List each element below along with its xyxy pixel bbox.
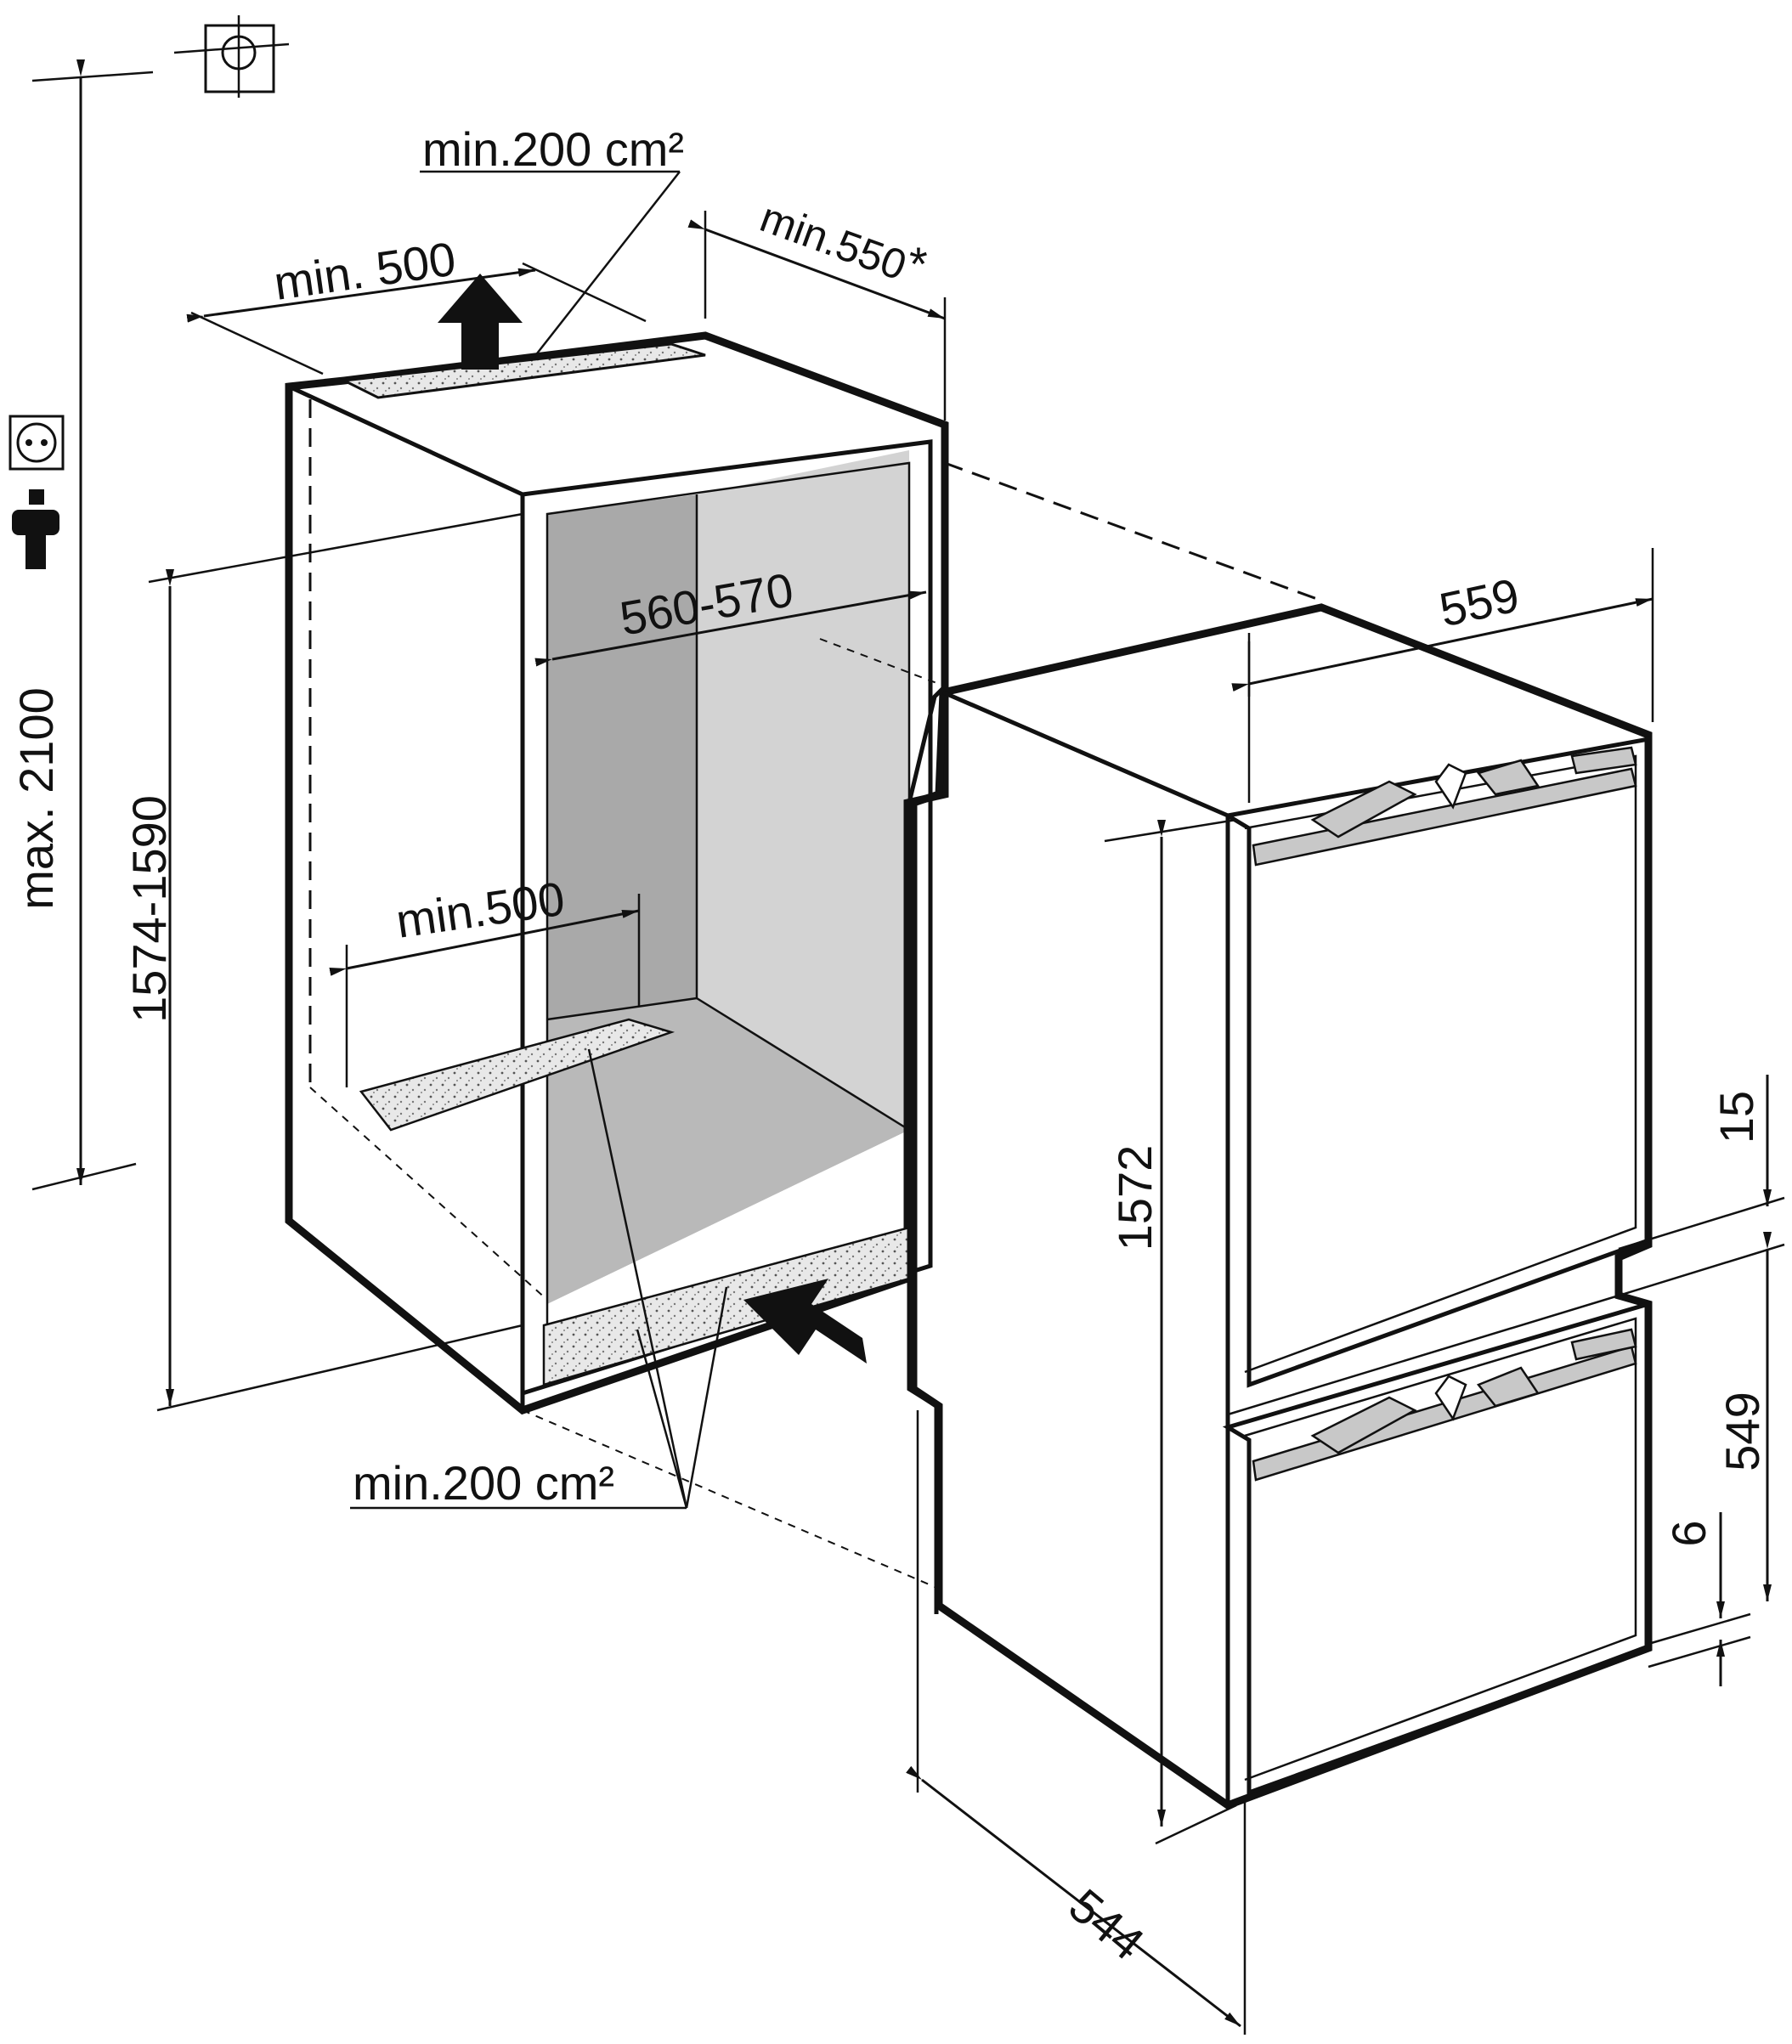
niche-floor-back-edge — [546, 997, 698, 1021]
dim-line-top-width — [186, 268, 536, 323]
label-top-door-gap: 15 — [1710, 1091, 1763, 1143]
lower-door — [1222, 1301, 1651, 1796]
leader-plinth-vent — [685, 1286, 728, 1509]
ext-line-floor — [1648, 1635, 1751, 1669]
hidden-edge-top — [305, 393, 523, 496]
ext-line-top-width-left — [190, 311, 324, 375]
ext-line-top — [31, 71, 154, 82]
dim-line-floor-width — [329, 909, 640, 976]
ext-line-height-top — [1104, 818, 1237, 843]
dim-line-niche-width — [534, 590, 927, 667]
dim-line-appliance-depth — [906, 1765, 1241, 2028]
dim-line-appliance-width — [1231, 597, 1654, 692]
upper-door-hinge-rail — [1252, 746, 1637, 867]
water-connection-icon — [173, 15, 290, 98]
lower-door-inner — [1244, 1317, 1637, 1781]
label-top-vent-area: min.200 cm² — [422, 122, 684, 176]
exhaust-arrow-icon — [438, 274, 523, 370]
upper-door-inner — [1244, 754, 1637, 1374]
projection-line-top — [944, 461, 1318, 601]
label-total-height: max. 2100 — [9, 687, 63, 910]
ext-line-lower-bottom — [1648, 1612, 1751, 1646]
label-appliance-depth: 544 — [1059, 1878, 1154, 1970]
ext-line-gap-top — [1618, 1196, 1785, 1251]
ext-line-niche-top — [148, 512, 523, 584]
label-lower-door-height: 549 — [1716, 1392, 1769, 1471]
leader-plinth-vent-2 — [636, 1329, 688, 1509]
upper-door — [1222, 737, 1651, 1388]
lower-door-hinge-rail — [1252, 1328, 1637, 1482]
power-plug-icon — [12, 489, 59, 569]
niche-left-wall — [547, 494, 697, 1019]
ext-line-gap-bottom — [1618, 1243, 1785, 1297]
hidden-edge-floor — [309, 1087, 548, 1301]
appliance — [907, 603, 1653, 1810]
ext-line-height-bottom — [1155, 1804, 1237, 1845]
dim-line-depth-clearance — [687, 219, 946, 320]
label-bottom-gap: 6 — [1662, 1520, 1716, 1546]
intake-arrow-icon — [743, 1279, 867, 1364]
power-socket-icon — [8, 415, 65, 471]
label-floor-width: min.500 — [393, 872, 568, 948]
label-depth-clearance: min.550 — [755, 193, 913, 289]
label-appliance-height: 1572 — [1108, 1145, 1162, 1251]
label-niche-height: 1574-1590 — [122, 795, 176, 1023]
top-vent-opening — [339, 342, 706, 399]
door-gap-line — [1227, 1294, 1620, 1416]
niche-top-side-edge — [287, 384, 524, 497]
niche-floor-edge — [696, 997, 910, 1132]
floor-vent-opening — [359, 1018, 676, 1132]
leader-top-vent — [530, 171, 681, 362]
label-top-width: min. 500 — [271, 232, 459, 310]
appliance-top-front-edge — [942, 690, 1229, 818]
hidden-dim-ext — [819, 638, 940, 685]
leader-floor-vent — [587, 1048, 688, 1509]
installation-niche — [285, 274, 949, 1415]
projection-line-bottom — [522, 1409, 940, 1589]
label-appliance-width: 559 — [1435, 567, 1523, 636]
appliance-dimensions: 559 1572 544 15 549 6 — [906, 548, 1785, 2035]
ext-line-bottom — [31, 1162, 137, 1191]
label-depth-asterisk: * — [909, 237, 928, 291]
ext-line-niche-bottom — [156, 1324, 523, 1412]
label-bottom-vent-area: min.200 cm² — [353, 1456, 614, 1510]
